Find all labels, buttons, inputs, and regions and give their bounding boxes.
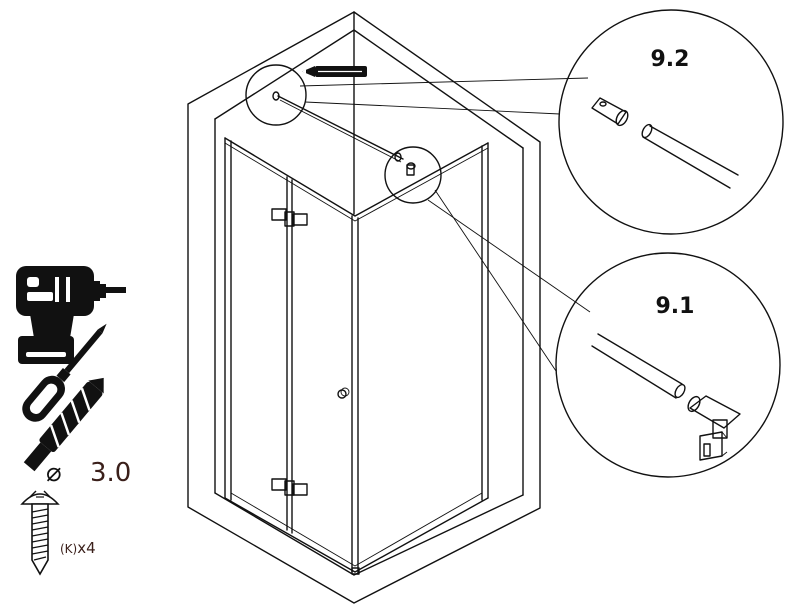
pencil-icon [302, 66, 367, 77]
detail-marker-top [245, 64, 307, 126]
stabilizer-bar [272, 91, 416, 176]
tools-panel: ⌀ 3.0 (K)x4 [16, 266, 131, 576]
diameter-symbol: ⌀ [46, 458, 62, 488]
screwdriver-icon [22, 323, 107, 422]
drill-bit-icon [23, 377, 104, 472]
screw-icon [20, 490, 60, 576]
sleeve-part [591, 97, 629, 127]
detail-marker-bottom [384, 146, 442, 204]
detail-circle-9-2: 9.2 [558, 9, 784, 235]
screw-quantity-label: (K)x4 [60, 539, 96, 557]
rod-part-bottom [591, 333, 686, 399]
leader-lines [299, 77, 591, 372]
detail-circle-9-1: 9.1 [555, 252, 781, 478]
shower-enclosure [224, 137, 489, 575]
drill-diameter-value: 3.0 [90, 458, 131, 488]
room-outline [187, 11, 541, 604]
drill-icon [16, 266, 126, 364]
callout-label-9-1: 9.1 [656, 294, 695, 319]
wall-bracket-part [687, 395, 741, 461]
rod-part [641, 123, 739, 189]
callout-label-9-2: 9.2 [651, 47, 690, 72]
